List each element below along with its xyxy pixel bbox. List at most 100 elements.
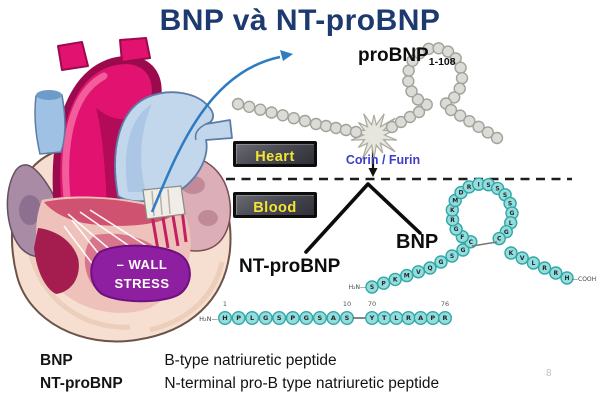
wall-stress-line2: STRESS <box>114 275 170 291</box>
auricle-shadow <box>19 195 41 225</box>
amino-acid-letter: G <box>510 210 515 217</box>
heart-illustration <box>6 37 233 343</box>
residue-position: 10 <box>343 300 351 308</box>
amino-acid-letter: S <box>345 314 350 322</box>
peptide-bead <box>231 311 246 326</box>
ventricle-deep-left <box>34 228 79 294</box>
amino-acid-letter: Q <box>427 265 432 272</box>
peptide-bead <box>444 103 458 117</box>
amino-acid-letter: C <box>469 239 474 246</box>
nt-probnp-product-label: NT-proBNP <box>239 256 341 277</box>
peptide-bead <box>388 272 402 287</box>
peptide-bead <box>365 280 379 294</box>
carboxy-terminal-label: —COOH <box>572 276 596 283</box>
cleavage-split-lines <box>304 182 422 254</box>
legend-abbr: NT-proBNP <box>40 375 123 392</box>
amino-acid-letter: K <box>509 250 514 257</box>
amino-acid-letter: K <box>393 277 398 284</box>
amino-acid-letter: G <box>461 247 466 254</box>
amino-acid-letter: M <box>404 273 410 280</box>
amino-acid-letter: F <box>460 234 464 241</box>
peptide-bead <box>490 131 504 145</box>
peptide-bead <box>441 45 455 58</box>
peptide-bead <box>217 311 232 326</box>
vena-cava-opening <box>36 90 62 100</box>
legend-row: BNP B-type natriuretic peptide <box>40 349 580 372</box>
peptide-bead <box>272 311 287 326</box>
peptide-bead <box>412 105 426 119</box>
amino-acid-letter: S <box>318 314 323 322</box>
amino-acid-letter: S <box>508 201 512 208</box>
amino-acid-letter: M <box>452 198 458 205</box>
amino-acid-letter: T <box>382 314 387 322</box>
wall-stress-blob <box>90 244 191 303</box>
wall-stress-label: – WALL STRESS <box>96 256 188 294</box>
peptide-bead <box>526 256 541 270</box>
peptide-bead <box>454 61 467 74</box>
page-number: 8 <box>546 368 552 379</box>
legend-abbr: BNP <box>40 352 73 369</box>
peptide-bead <box>376 276 391 290</box>
amino-acid-letter: K <box>450 207 455 214</box>
cleavage-arrowhead <box>368 168 378 177</box>
peptide-bead <box>455 71 469 85</box>
amino-acid-letter: R <box>467 184 472 191</box>
aorta-branch <box>119 37 151 63</box>
peptide-bead <box>309 117 323 131</box>
probnp-label: proBNP1-108 <box>358 45 456 68</box>
peptide-bead <box>254 103 267 116</box>
secretion-arrowhead <box>280 50 293 61</box>
probnp-subscript: 1-108 <box>428 56 456 68</box>
amino-acid-letter: S <box>277 314 282 322</box>
peptide-bead <box>438 311 453 326</box>
amino-acid-letter: P <box>290 314 295 322</box>
atrium-spot <box>198 210 218 226</box>
legend-desc: N-terminal pro-B type natriuretic peptid… <box>164 375 440 392</box>
peptide-bead <box>349 125 363 139</box>
peptide-bead <box>299 311 314 326</box>
peptide-bead <box>245 311 260 326</box>
page-title: BNP và NT-proBNP <box>159 4 441 37</box>
peptide-bead <box>456 243 470 257</box>
chordae-strands <box>63 209 151 275</box>
amino-acid-letter: L <box>509 220 513 227</box>
amino-acid-letter: D <box>459 190 464 197</box>
peptide-bead <box>453 82 466 95</box>
peptide-bead <box>449 52 462 65</box>
amino-acid-letter: Y <box>369 314 375 322</box>
ventricle-band <box>44 198 175 226</box>
cutaway-box <box>142 185 186 220</box>
amino-acid-letter: H <box>564 275 569 282</box>
amino-acid-letter: L <box>394 314 398 322</box>
peptide-bead <box>472 120 485 134</box>
peptide-bead <box>339 123 353 137</box>
amino-acid-letter: P <box>430 314 435 322</box>
disulfide-bond <box>471 241 498 247</box>
peptide-bead <box>231 97 245 111</box>
probnp-label-text: proBNP <box>358 45 429 66</box>
amino-terminal-label: H₂N— <box>349 284 366 291</box>
peptide-bead <box>312 311 327 326</box>
peptide-bead <box>454 109 467 122</box>
peptide-bead <box>285 311 300 326</box>
peptide-bead <box>445 249 459 263</box>
amino-acid-letter: R <box>442 314 447 322</box>
amino-acid-letter: P <box>236 314 241 322</box>
amino-acid-letter: R <box>553 270 558 277</box>
peptide-bead <box>537 261 552 275</box>
peptide-bead <box>402 74 415 88</box>
amino-acid-letter: A <box>418 314 423 322</box>
amino-acid-letter: S <box>450 253 454 260</box>
peptide-bead <box>504 246 518 260</box>
amino-acid-letter: V <box>520 255 525 262</box>
peptide-bead <box>405 85 418 98</box>
amino-acid-letter: I <box>477 181 479 188</box>
peptide-bead <box>434 255 448 269</box>
pulmonary-branch-split <box>194 123 207 141</box>
amino-acid-letter: G <box>504 229 509 236</box>
amino-acid-letter: H <box>222 314 227 322</box>
heart-wall-texture <box>27 249 131 330</box>
peptide-bead <box>406 54 419 67</box>
peptide-bead <box>423 261 437 275</box>
